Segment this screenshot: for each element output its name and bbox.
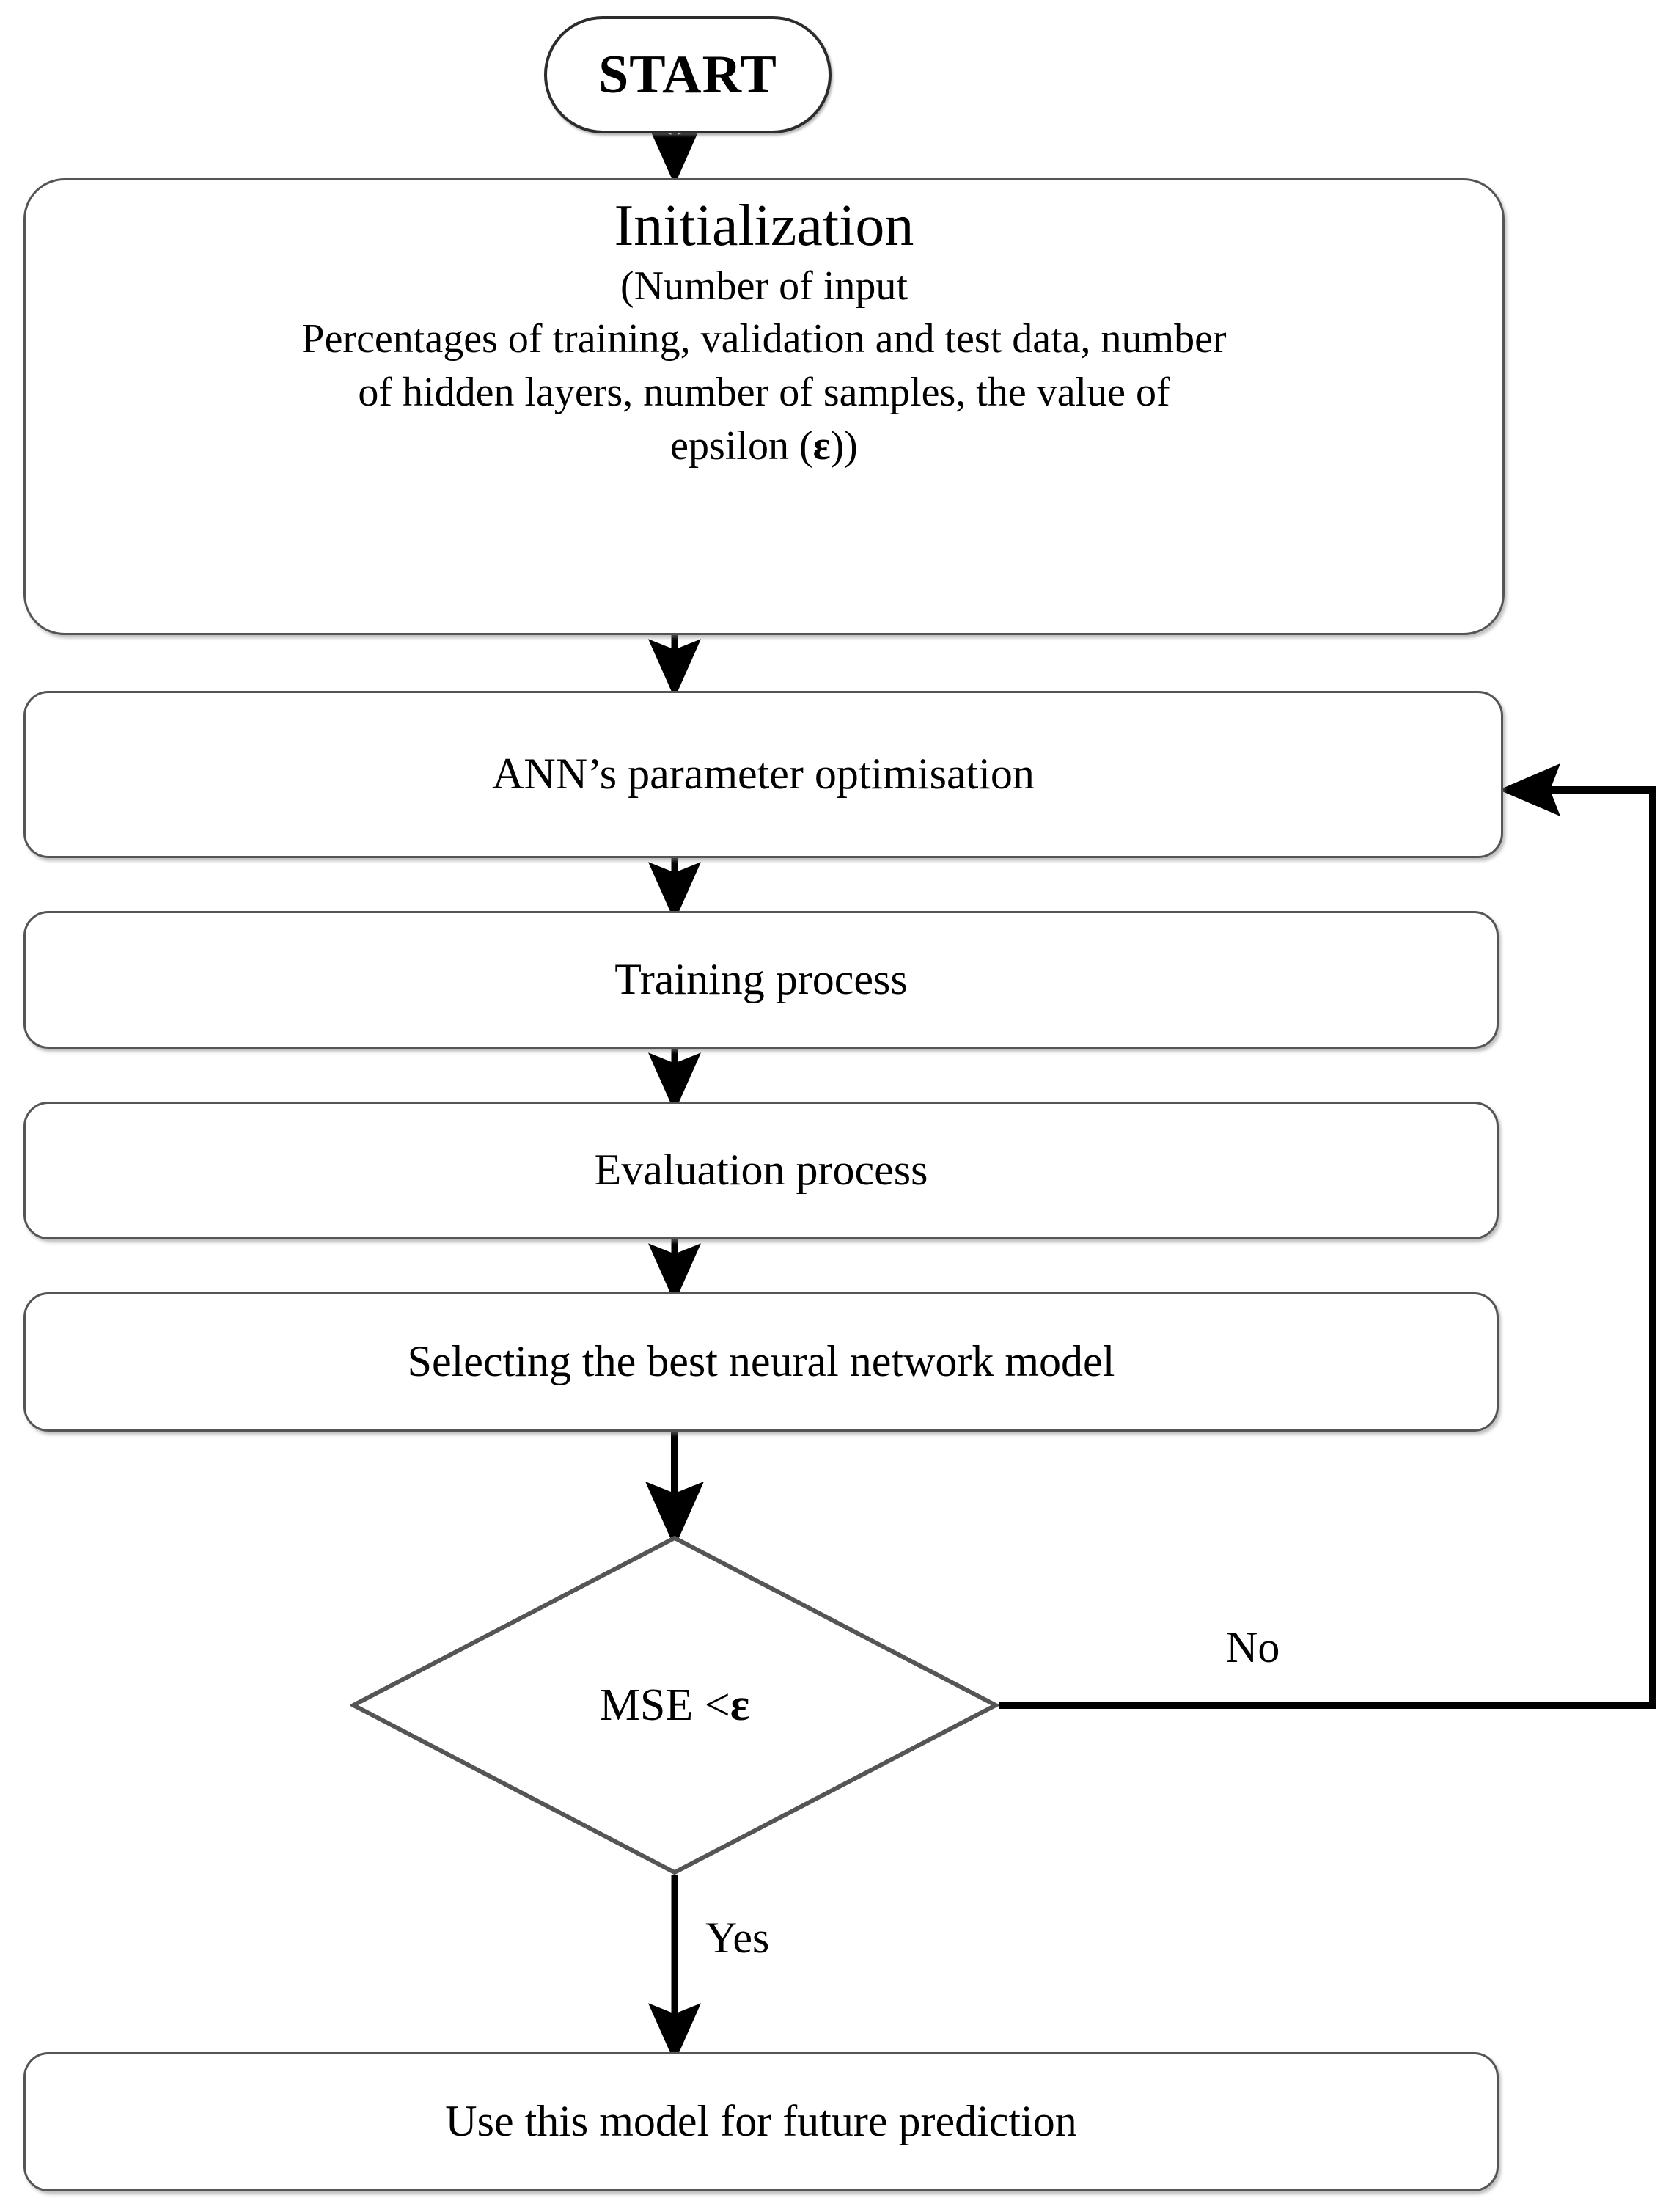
node-initialization[interactable]: Initialization (Number of input Percenta…	[23, 178, 1505, 635]
node-start[interactable]: START	[544, 16, 832, 133]
node-decision-mse[interactable]: MSE < ε	[350, 1535, 999, 1875]
node-initialization-line-2: Percentages of training, validation and …	[301, 316, 1227, 362]
node-evaluation-process[interactable]: Evaluation process	[23, 1102, 1499, 1239]
node-ann-parameter-optimisation[interactable]: ANN’s parameter optimisation	[23, 691, 1503, 858]
node-training-process[interactable]: Training process	[23, 911, 1499, 1049]
node-initialization-line-4-text: epsilon (	[670, 422, 813, 469]
node-start-label: START	[598, 45, 777, 105]
decision-diamond-shape	[350, 1535, 999, 1875]
node-initialization-line-4: epsilon (ε))	[670, 420, 858, 473]
node-training-process-label: Training process	[614, 955, 908, 1004]
node-use-model-future-prediction[interactable]: Use this model for future prediction	[23, 2052, 1499, 2191]
node-ann-parameter-optimisation-label: ANN’s parameter optimisation	[492, 750, 1035, 799]
epsilon-symbol: ε	[812, 422, 831, 469]
decision-epsilon-symbol: ε	[730, 1680, 750, 1730]
node-initialization-line-1: (Number of input	[620, 263, 908, 309]
node-decision-mse-label: MSE < ε	[350, 1535, 999, 1875]
node-initialization-heading: Initialization	[614, 194, 914, 258]
edge-label-yes: Yes	[705, 1913, 770, 1962]
decision-label-prefix: MSE <	[599, 1680, 730, 1730]
node-evaluation-process-label: Evaluation process	[594, 1146, 928, 1195]
node-selecting-best-model-label: Selecting the best neural network model	[407, 1337, 1115, 1386]
node-initialization-line-3: of hidden layers, number of samples, the…	[358, 370, 1170, 416]
node-use-model-future-prediction-label: Use this model for future prediction	[445, 2097, 1077, 2146]
node-selecting-best-model[interactable]: Selecting the best neural network model	[23, 1292, 1499, 1432]
node-initialization-line-4-close: ))	[830, 422, 858, 469]
edge-label-no: No	[1226, 1623, 1280, 1671]
